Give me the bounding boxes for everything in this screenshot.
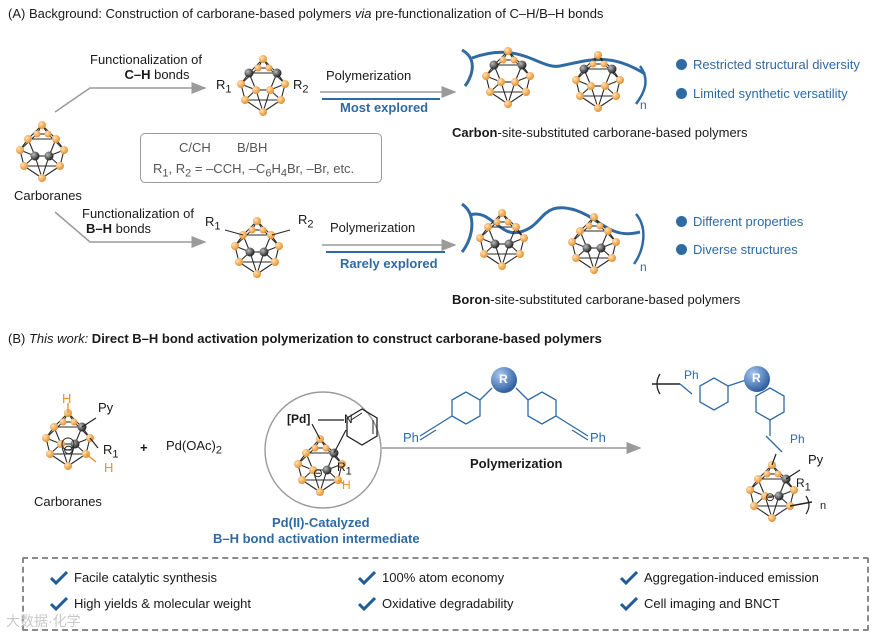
bh-polymer-caption: Boron-site-substituted carborane-based p… <box>452 292 741 307</box>
feature-item: 100% atom economy <box>358 570 504 585</box>
legend-box: C/CH B/BH R1, R2 = –CCH, –C6H4Br, –Br, e… <box>140 133 382 183</box>
product-ph-top: Ph <box>684 368 699 382</box>
section-a-title: (A) Background: Construction of carboran… <box>8 6 604 21</box>
feature-item: Cell imaging and BNCT <box>620 596 780 611</box>
check-icon <box>358 596 376 611</box>
legend-b-label: B/BH <box>237 140 268 155</box>
legend-c-label: C/CH <box>179 140 211 155</box>
product-py: Py <box>808 452 824 467</box>
r1-label-b: R1 <box>103 442 119 461</box>
bh-r2-label: R2 <box>298 212 314 231</box>
py-label: Py <box>98 400 114 415</box>
pyridine-n: N <box>344 412 353 426</box>
minus-charge-b: ⊖ <box>313 466 324 480</box>
bullet-dot-icon <box>676 216 687 227</box>
check-icon <box>358 570 376 585</box>
carboranes-label-b: Carboranes <box>34 494 102 509</box>
bh-polymer-n: n <box>640 260 647 274</box>
pd-reagent: Pd(OAc)2 <box>166 438 222 457</box>
minus-charge-product: ⊖ <box>765 490 776 504</box>
intermediate-caption-1: Pd(II)-Catalyzed <box>272 515 370 530</box>
check-icon <box>620 570 638 585</box>
bh-bullet-2: Diverse structures <box>676 242 798 257</box>
check-icon <box>50 570 68 585</box>
monomer-r-core: R <box>499 372 508 386</box>
ch-polymer-n: n <box>640 98 647 112</box>
ch-bullet-1: Restricted structural diversity <box>676 57 860 72</box>
check-icon <box>50 596 68 611</box>
watermark: 大数据·化学 <box>6 613 81 629</box>
bh-rarely-explored: Rarely explored <box>340 256 438 271</box>
product-r1: R1 <box>796 476 811 494</box>
ch-r1-label: R1 <box>216 77 232 96</box>
h-top-label: H <box>62 391 72 406</box>
minus-charge-a: ⊖ <box>63 442 74 457</box>
feature-item: High yields & molecular weight <box>50 596 251 611</box>
product-ph-mid: Ph <box>790 432 805 446</box>
main-polymerization-label: Polymerization <box>470 456 563 471</box>
product-n: n <box>820 500 827 512</box>
bh-r1-label: R1 <box>205 214 221 233</box>
bullet-dot-icon <box>676 59 687 70</box>
feature-item: Aggregation-induced emission <box>620 570 819 585</box>
bullet-dot-icon <box>676 244 687 255</box>
legend-r-definition: R1, R2 = –CCH, –C6H4Br, –Br, etc. <box>153 161 355 180</box>
check-icon <box>620 596 638 611</box>
plus-sign: + <box>140 440 148 455</box>
feature-item: Facile catalytic synthesis <box>50 570 217 585</box>
bullet-dot-icon <box>676 88 687 99</box>
pd-tag: [Pd] <box>287 412 311 426</box>
intermediate-caption-2: B–H bond activation intermediate <box>213 531 420 546</box>
bh-func-label: Functionalization of B–H bonds <box>82 206 195 236</box>
monomer-ph-right: Ph <box>590 430 606 445</box>
ch-func-label: Functionalization of C–H bonds <box>90 52 203 82</box>
monomer-ph-left: Ph <box>403 430 419 445</box>
section-b-title: (B) This work: Direct B–H bond activatio… <box>8 331 602 346</box>
ch-polymer-caption: Carbon-site-substituted carborane-based … <box>452 125 748 140</box>
ch-r2-label: R2 <box>293 77 309 96</box>
ch-most-explored: Most explored <box>340 100 429 115</box>
intermediate-h: H <box>342 478 351 492</box>
ch-polymerization-label: Polymerization <box>326 68 412 83</box>
h-bottom-label: H <box>104 460 114 475</box>
intermediate-r1: R1 <box>337 460 352 478</box>
ch-bullet-2: Limited synthetic versatility <box>676 86 848 101</box>
product-r-core: R <box>752 371 761 385</box>
carboranes-label-a: Carboranes <box>14 188 82 203</box>
features-box <box>22 557 869 631</box>
feature-item: Oxidative degradability <box>358 596 514 611</box>
bh-polymerization-label: Polymerization <box>330 220 416 235</box>
bh-bullet-1: Different properties <box>676 214 803 229</box>
